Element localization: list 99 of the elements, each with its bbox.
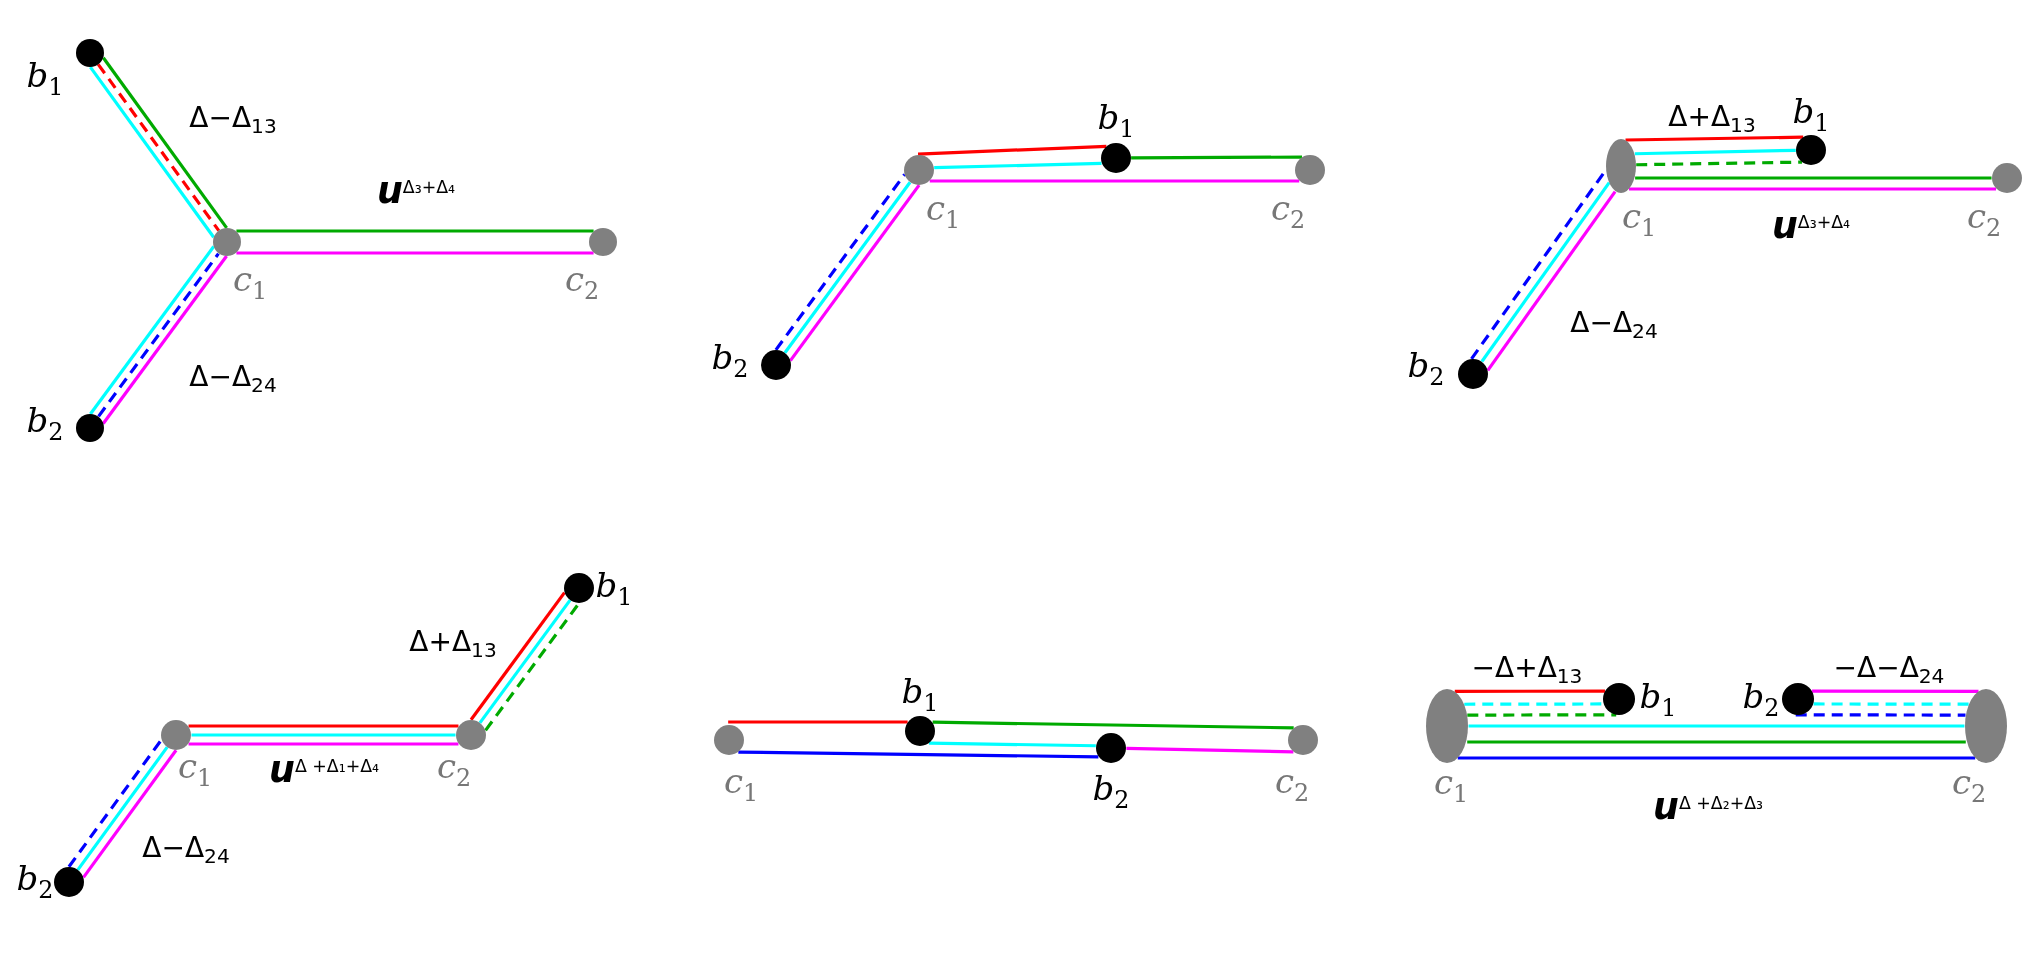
propagator-line <box>76 746 169 871</box>
vertex-dot <box>1603 683 1635 715</box>
vertex-dot <box>76 414 104 442</box>
propagator-line <box>188 742 459 746</box>
vertex-dot <box>1101 143 1131 173</box>
vertex-label: c$_{2}$ <box>564 262 600 304</box>
propagator-line <box>783 181 912 354</box>
propagator-line <box>728 720 908 724</box>
vertex-dot <box>589 228 617 256</box>
vertex-label: c$_{1}$ <box>925 191 961 233</box>
propagator-line <box>932 720 1294 730</box>
vertex-dot <box>1782 683 1814 715</box>
propagator-line <box>1480 181 1611 363</box>
propagator-line <box>82 749 178 879</box>
exponent-label: Δ−Δ$_{13}$ <box>189 102 277 138</box>
propagator-line <box>1464 702 1604 706</box>
propagator-line <box>1634 148 1796 156</box>
propagator-line <box>929 741 1096 748</box>
vertex-label: b$_{2}$ <box>1092 771 1130 813</box>
propagator-line <box>1467 740 1966 744</box>
propagator-line <box>478 599 572 724</box>
vertex-dot <box>1992 163 2022 193</box>
vertex-label: c$_{1}$ <box>232 262 268 304</box>
propagator-line <box>934 161 1102 170</box>
vertex-label: c$_{2}$ <box>1951 765 1987 807</box>
vertex-label: b$_{1}$ <box>1639 679 1677 721</box>
propagator-line <box>929 179 1300 183</box>
exponent-label: Δ+Δ$_{13}$ <box>1668 101 1756 137</box>
propagator-line <box>917 144 1107 156</box>
propagator-line <box>236 229 594 233</box>
exponent-label: u$^{Δ +Δ₁+Δ₄}$ <box>268 750 380 790</box>
exponent-label: Δ−Δ$_{24}$ <box>142 832 230 868</box>
vertex-label: b$_{1}$ <box>26 58 64 100</box>
exponent-label: u$^{Δ₃+Δ₄}$ <box>1771 206 1851 246</box>
vertex-dot <box>564 573 594 603</box>
propagator-line <box>1812 689 1979 693</box>
propagator-line <box>1454 689 1605 693</box>
propagator-line <box>1468 724 1965 728</box>
propagator-line <box>236 251 594 255</box>
vertex-dot <box>1796 135 1826 165</box>
exponent-label: Δ+Δ$_{13}$ <box>409 626 497 662</box>
vertex-label: b$_{1}$ <box>1097 100 1135 142</box>
propagator-line <box>1813 702 1969 706</box>
vertex-label: b$_{2}$ <box>711 340 749 382</box>
propagator-line <box>1467 713 1617 717</box>
vertex-label: c$_{1}$ <box>1621 199 1657 241</box>
propagator-line <box>738 750 1099 759</box>
propagator-line <box>1635 176 1992 180</box>
vertex-label: b$_{1}$ <box>901 674 939 716</box>
vertex-label: c$_{2}$ <box>1270 191 1306 233</box>
vertex-label: b$_{2}$ <box>26 403 64 445</box>
propagator-line <box>1629 187 1997 191</box>
propagator-line <box>484 602 581 732</box>
vertex-dot <box>54 867 84 897</box>
propagator-line <box>774 173 906 351</box>
exponent-label: Δ−Δ$_{24}$ <box>1570 307 1658 343</box>
vertex-dot <box>1458 359 1488 389</box>
propagator-line <box>1795 713 1966 717</box>
vertex-label: c$_{1}$ <box>723 764 759 806</box>
vertex-dot <box>905 716 935 746</box>
vertex-ellipse <box>1426 689 1468 763</box>
propagator-line <box>469 591 566 721</box>
vertex-dot <box>714 725 744 755</box>
vertex-dot <box>76 39 104 67</box>
propagator-line <box>789 184 921 362</box>
propagator-line <box>1126 746 1294 754</box>
vertex-label: b$_{1}$ <box>595 568 633 610</box>
vertex-label: b$_{1}$ <box>1792 94 1830 136</box>
exponent-label: u$^{Δ₃+Δ₄}$ <box>376 171 456 211</box>
propagator-line <box>1636 160 1802 167</box>
vertex-dot <box>213 228 241 256</box>
propagator-line <box>1486 190 1617 372</box>
propagator-line <box>1457 756 1976 760</box>
propagator-line <box>1131 155 1303 160</box>
vertex-dot <box>161 720 191 750</box>
vertex-label: c$_{1}$ <box>177 749 213 791</box>
vertex-dot <box>1295 155 1325 185</box>
propagator-line <box>188 724 459 728</box>
exponent-label: −Δ−Δ$_{24}$ <box>1833 652 1945 688</box>
vertex-label: c$_{2}$ <box>1966 199 2002 241</box>
exponent-label: u$^{Δ +Δ₂+Δ₃}$ <box>1652 787 1764 827</box>
vertex-dot <box>1288 725 1318 755</box>
vertex-dot <box>904 155 934 185</box>
vertex-label: b$_{2}$ <box>1742 679 1780 721</box>
vertex-dot <box>761 350 791 380</box>
exponent-label: Δ−Δ$_{24}$ <box>189 361 277 397</box>
vertex-label: c$_{2}$ <box>436 749 472 791</box>
vertex-label: c$_{2}$ <box>1274 764 1310 806</box>
vertex-dot <box>1096 733 1126 763</box>
propagator-line <box>67 738 163 868</box>
vertex-label: b$_{2}$ <box>1407 348 1445 390</box>
propagator-line <box>191 733 456 737</box>
vertex-dot <box>456 720 486 750</box>
vertex-label: c$_{1}$ <box>1433 765 1469 807</box>
vertex-ellipse <box>1965 689 2007 763</box>
vertex-label: b$_{2}$ <box>16 861 54 903</box>
propagator-line <box>1625 135 1804 142</box>
vertex-ellipse <box>1606 139 1636 193</box>
exponent-label: −Δ+Δ$_{13}$ <box>1471 652 1583 688</box>
